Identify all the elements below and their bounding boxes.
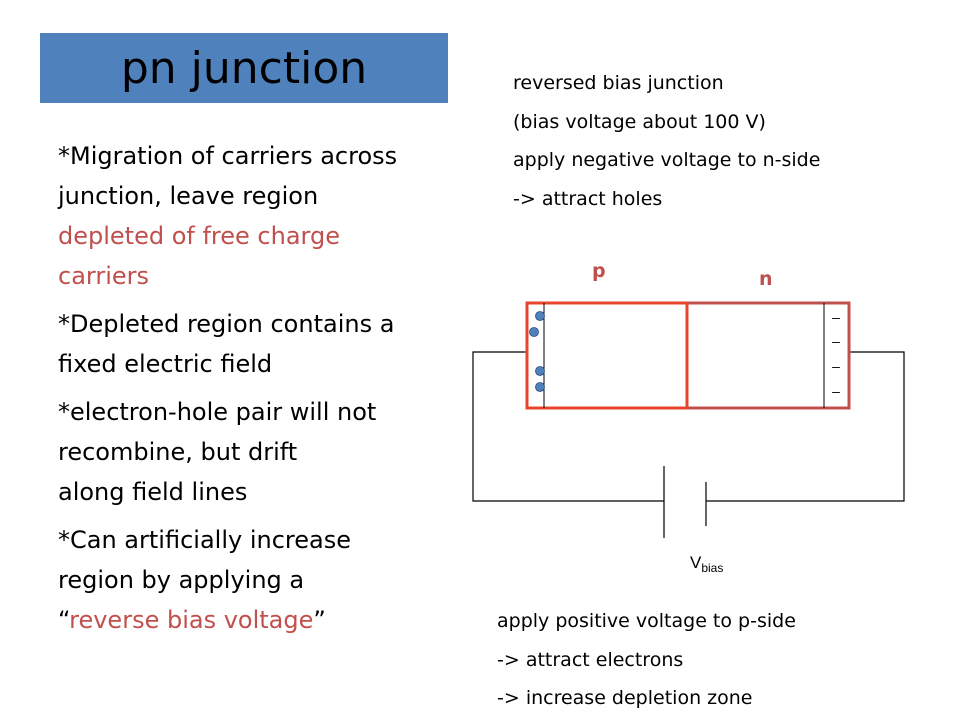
bullet-list: *Migration of carriers across junction, … <box>58 136 438 648</box>
bullet-line: region by applying a <box>58 566 305 594</box>
bullet-line: fixed electric field <box>58 350 273 378</box>
bullet-reverse-bias: *Can artificially increase region by app… <box>58 520 438 640</box>
slide-title: pn junction <box>120 42 368 94</box>
bullet-migration: *Migration of carriers across junction, … <box>58 136 438 296</box>
bullet-line-quote: “reverse bias voltage” <box>58 600 438 640</box>
voltage-label: Vbias <box>690 553 723 575</box>
bullet-line-highlight: depleted of free charge <box>58 222 340 250</box>
bullet-electric-field: *Depleted region contains a fixed electr… <box>58 304 438 384</box>
circuit-wires <box>472 351 905 502</box>
hole-dot <box>535 311 545 321</box>
bullet-electron-hole: *electron-hole pair will not recombine, … <box>58 392 438 512</box>
note-line: -> attract holes <box>513 187 663 210</box>
voltage-symbol: V <box>690 553 702 572</box>
bullet-line: along field lines <box>58 478 248 506</box>
note-line: apply negative voltage to n-side <box>513 149 821 171</box>
note-line: apply positive voltage to p-side <box>497 610 796 632</box>
electron-minus: – <box>832 333 840 349</box>
electrons-group: – – – – <box>832 309 840 399</box>
electron-minus: – <box>832 358 840 374</box>
quote-open: “ <box>58 606 70 634</box>
hole-dot <box>535 382 545 392</box>
bullet-line: recombine, but drift <box>58 438 298 466</box>
bullet-line: *electron-hole pair will not <box>58 398 377 426</box>
bullet-line: *Depleted region contains a <box>58 310 395 338</box>
bullet-line: *Can artificially increase <box>58 526 351 554</box>
quote-close: ” <box>313 606 326 634</box>
notes-top: reversed bias junction (bias voltage abo… <box>513 64 820 218</box>
p-region <box>525 301 689 410</box>
holes-group <box>529 311 545 392</box>
wire-right <box>706 351 905 502</box>
reverse-bias-phrase: reverse bias voltage <box>69 606 314 634</box>
electron-minus: – <box>832 383 840 399</box>
notes-bottom: apply positive voltage to p-side -> attr… <box>497 602 796 718</box>
n-region <box>685 301 851 410</box>
voltage-subscript: bias <box>701 561 723 575</box>
note-line: (bias voltage about 100 V) <box>513 110 766 133</box>
note-line: -> attract electrons <box>497 648 684 671</box>
hole-dot <box>535 366 545 376</box>
note-line: -> increase depletion zone <box>497 687 753 709</box>
n-label: n <box>759 268 773 290</box>
wire-left <box>472 351 664 502</box>
title-box: pn junction <box>40 33 448 103</box>
note-line: reversed bias junction <box>513 72 724 94</box>
bullet-line: junction, leave region <box>58 182 319 210</box>
hole-dot <box>529 327 539 337</box>
p-label: p <box>592 260 606 282</box>
electron-minus: – <box>832 309 840 325</box>
bullet-line-highlight: carriers <box>58 262 150 290</box>
bullet-line: *Migration of carriers across <box>58 142 398 170</box>
